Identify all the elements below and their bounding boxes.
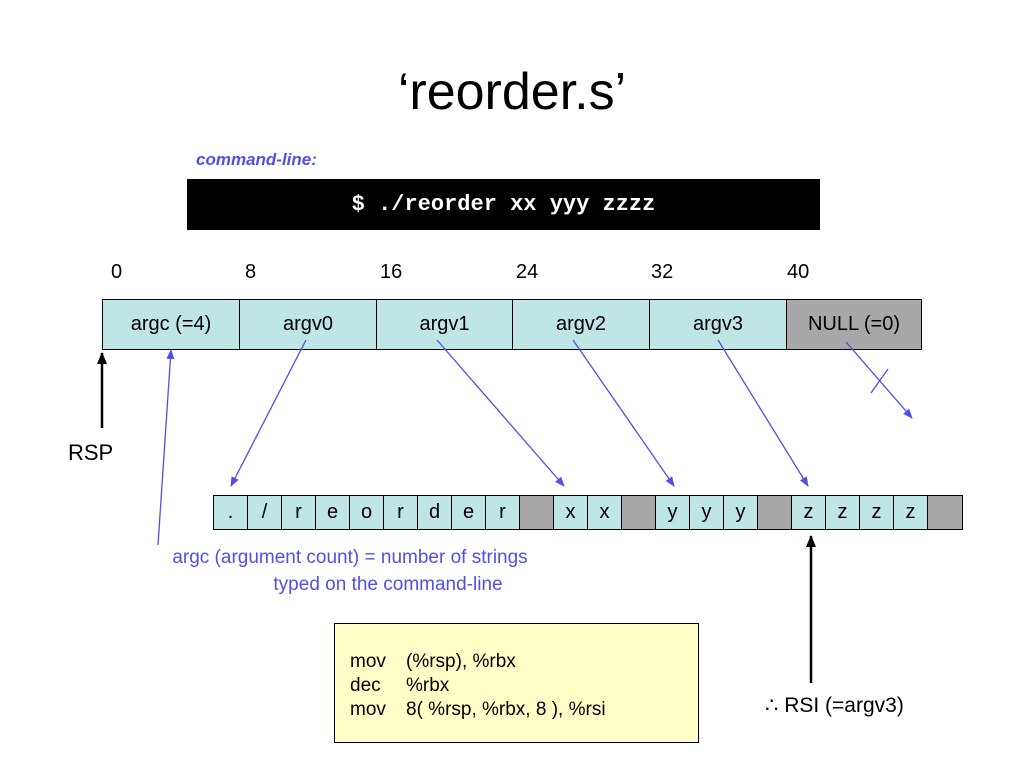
- char-cell-null: [928, 496, 962, 529]
- stack-cell-argv2: argv2: [513, 300, 650, 349]
- stack-cell-null: NULL (=0): [787, 300, 921, 349]
- null-arrow-strike: [870, 368, 889, 394]
- stack-cell-argv1: argv1: [377, 300, 513, 349]
- offset-32: 32: [651, 261, 674, 283]
- rsp-label: RSP: [68, 440, 114, 465]
- offset-40: 40: [787, 261, 810, 283]
- char-cell: o: [350, 496, 384, 529]
- null-arrow: [845, 341, 913, 419]
- char-cell: d: [418, 496, 452, 529]
- command-line-label: command-line:: [196, 150, 317, 169]
- char-cell-null: [520, 496, 554, 529]
- argv2-arrow: [572, 339, 675, 487]
- char-cell: z: [826, 496, 860, 529]
- code-box: mov (%rsp), %rbx dec %rbx mov 8( %rsp, %rbx…: [334, 623, 699, 743]
- argc-pointer-arrow: [157, 349, 175, 546]
- char-cell: x: [588, 496, 622, 529]
- char-cell: r: [486, 496, 520, 529]
- char-cell-null: [758, 496, 792, 529]
- offset-16: 16: [380, 261, 403, 283]
- code-line: dec %rbx: [350, 674, 698, 698]
- char-cell: z: [894, 496, 928, 529]
- code-args: %rbx: [406, 675, 450, 696]
- offset-0: 0: [111, 261, 123, 283]
- stack-cell-argc: argc (=4): [103, 300, 240, 349]
- char-cell: z: [792, 496, 826, 529]
- char-cell: e: [316, 496, 350, 529]
- command-line-box: $ ./reorder xx yyy zzzz: [187, 179, 820, 230]
- argv1-arrow: [436, 339, 565, 487]
- code-line: mov (%rsp), %rbx: [350, 650, 698, 674]
- argc-note-line2: typed on the command-line: [273, 574, 503, 595]
- char-cell: /: [248, 496, 282, 529]
- stack-cell-argv0: argv0: [240, 300, 377, 349]
- code-args: (%rsp), %rbx: [406, 651, 516, 672]
- argv0-arrow: [230, 339, 307, 487]
- code-op: mov: [350, 699, 386, 720]
- char-cell: y: [656, 496, 690, 529]
- char-cell: .: [214, 496, 248, 529]
- stack-array: argc (=4) argv0 argv1 argv2 argv3 NULL (…: [102, 299, 922, 350]
- command-text: $ ./reorder xx yyy zzzz: [351, 192, 656, 217]
- char-cell: r: [384, 496, 418, 529]
- char-cell: y: [690, 496, 724, 529]
- char-cell: e: [452, 496, 486, 529]
- argv3-arrow: [717, 339, 809, 487]
- rsi-label: ∴ RSI (=argv3): [765, 694, 904, 717]
- char-cell-null: [622, 496, 656, 529]
- offset-24: 24: [516, 261, 539, 283]
- slide-title: ‘reorder.s’: [397, 63, 627, 121]
- char-cell: z: [860, 496, 894, 529]
- code-args: 8( %rsp, %rbx, 8 ), %rsi: [406, 699, 606, 720]
- char-cell: r: [282, 496, 316, 529]
- offset-8: 8: [245, 261, 257, 283]
- code-op: dec: [350, 675, 381, 696]
- code-op: mov: [350, 651, 386, 672]
- char-cell: y: [724, 496, 758, 529]
- code-line: mov 8( %rsp, %rbx, 8 ), %rsi: [350, 698, 698, 722]
- char-cell: x: [554, 496, 588, 529]
- argc-note-line1: argc (argument count) = number of string…: [172, 547, 528, 568]
